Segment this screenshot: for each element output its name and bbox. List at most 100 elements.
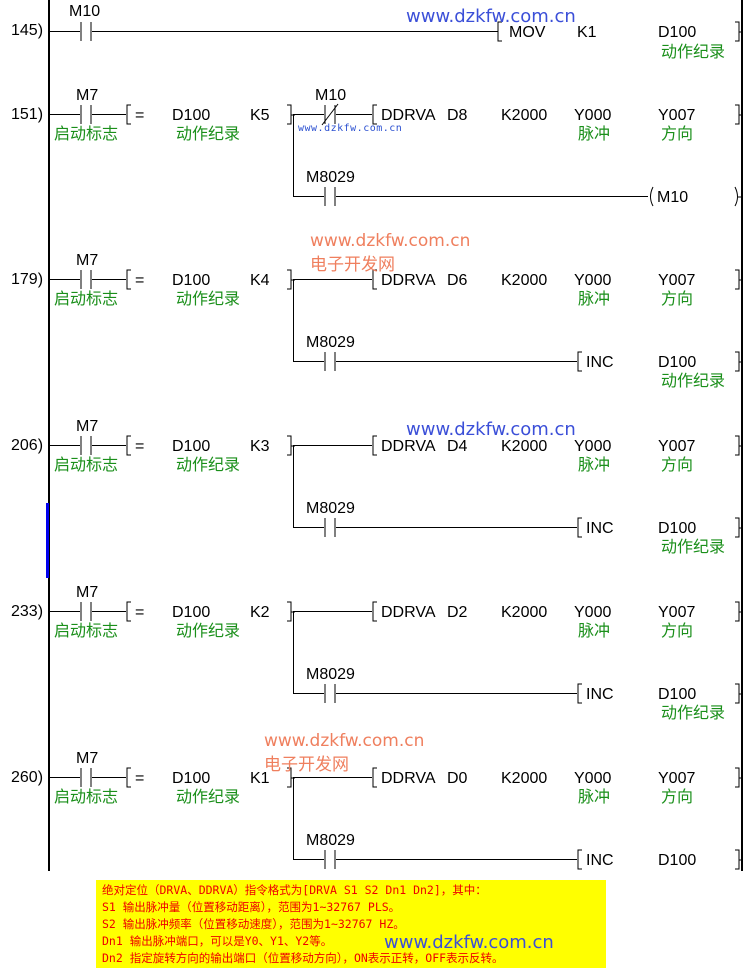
instruction-bracket-close	[735, 683, 742, 704]
wire	[294, 279, 372, 280]
instruction-bracket-open	[577, 683, 582, 704]
compare-op[interactable]: =	[135, 604, 145, 621]
instruction-arg: D2	[447, 604, 468, 621]
wire	[294, 611, 372, 612]
wire	[336, 361, 577, 362]
no-contact-icon[interactable]	[80, 105, 92, 125]
device-comment: 启动标志	[54, 455, 119, 474]
instruction-bracket-close	[735, 21, 741, 42]
wire	[50, 777, 80, 778]
instruction-op[interactable]: INC	[586, 354, 614, 371]
step-number: 233)	[11, 603, 44, 620]
instruction-op[interactable]: DDRVA	[381, 770, 436, 787]
wire	[294, 445, 372, 446]
device-comment: 启动标志	[54, 289, 119, 308]
wire	[293, 361, 324, 362]
instruction-arg: Y000	[574, 438, 612, 455]
wire	[336, 693, 577, 694]
contact-label: M10	[69, 3, 101, 20]
instruction-arg: D100	[658, 24, 697, 41]
contact-label: M7	[76, 750, 99, 767]
device-comment: 动作纪录	[176, 455, 241, 474]
step-number: 145)	[11, 22, 44, 39]
instruction-arg: K2000	[501, 272, 548, 289]
instruction-bracket-open	[577, 351, 582, 372]
instruction-arg: K2000	[501, 438, 548, 455]
no-contact-icon[interactable]	[324, 684, 336, 704]
compare-op[interactable]: =	[135, 770, 145, 787]
nc-contact-icon[interactable]	[321, 103, 339, 126]
device-comment: 方向	[661, 124, 694, 143]
device-comment: 方向	[661, 621, 694, 640]
instruction-arg: Y000	[574, 107, 612, 124]
device-comment: 动作纪录	[661, 371, 726, 390]
instruction-bracket-close	[735, 517, 742, 538]
instruction-op[interactable]: INC	[586, 686, 614, 703]
instruction-bracket-open	[497, 21, 502, 42]
wire	[50, 445, 80, 446]
left-power-rail	[48, 0, 50, 871]
instruction-bracket-open	[372, 601, 377, 622]
instruction-op[interactable]: DDRVA	[381, 272, 436, 289]
instruction-arg: K2000	[501, 604, 548, 621]
wire	[92, 114, 126, 115]
instruction-op[interactable]: INC	[586, 852, 614, 869]
instruction-arg: D100	[658, 520, 697, 537]
wire	[293, 611, 294, 694]
no-contact-icon[interactable]	[80, 768, 92, 788]
instruction-op[interactable]: DDRVA	[381, 604, 436, 621]
compare-s2: K2	[250, 604, 270, 621]
instruction-arg: K2000	[501, 107, 548, 124]
compare-s2: K3	[250, 438, 270, 455]
no-contact-icon[interactable]	[324, 518, 336, 538]
right-power-rail	[741, 0, 743, 871]
compare-bracket-open	[126, 269, 131, 290]
device-comment: 动作纪录	[661, 42, 726, 61]
compare-s2: K1	[250, 770, 270, 787]
compare-op[interactable]: =	[135, 438, 145, 455]
wire	[336, 196, 648, 197]
instruction-arg: Y000	[574, 272, 612, 289]
device-comment: 方向	[661, 455, 694, 474]
instruction-op[interactable]: MOV	[509, 24, 546, 41]
instruction-op[interactable]: DDRVA	[381, 107, 436, 124]
instruction-op[interactable]: INC	[586, 520, 614, 537]
wire	[293, 693, 324, 694]
no-contact-icon[interactable]	[324, 187, 336, 207]
compare-s1: D100	[172, 272, 211, 289]
instruction-arg: D0	[447, 770, 468, 787]
no-contact-icon[interactable]	[80, 22, 92, 42]
instruction-bracket-close	[735, 104, 742, 125]
wire	[92, 445, 126, 446]
no-contact-icon[interactable]	[324, 352, 336, 372]
no-contact-icon[interactable]	[80, 270, 92, 290]
wire	[50, 611, 80, 612]
instruction-arg: K1	[577, 24, 597, 41]
watermark-url: www.dzkfw.com.cn	[384, 932, 554, 953]
contact-label: M7	[76, 418, 99, 435]
step-number: 179)	[11, 271, 44, 288]
instruction-bracket-close	[735, 269, 742, 290]
device-comment: 启动标志	[54, 124, 119, 143]
instruction-arg: Y000	[574, 604, 612, 621]
device-comment: 动作纪录	[661, 537, 726, 556]
instruction-bracket-open	[577, 849, 582, 870]
note-line: Dn1 输出脉冲端口，可以是Y0、Y1、Y2等。	[102, 934, 333, 948]
compare-s1: D100	[172, 107, 211, 124]
contact-label: M8029	[306, 666, 355, 683]
wire	[293, 527, 324, 528]
compare-op[interactable]: =	[135, 107, 145, 124]
no-contact-icon[interactable]	[80, 436, 92, 456]
instruction-op[interactable]: DDRVA	[381, 438, 436, 455]
no-contact-icon[interactable]	[80, 602, 92, 622]
wire	[92, 279, 126, 280]
editor-cursor-bar	[46, 503, 49, 578]
instruction-arg: D100	[658, 354, 697, 371]
device-comment: 方向	[661, 787, 694, 806]
compare-op[interactable]: =	[135, 272, 145, 289]
instruction-bracket-open	[372, 104, 377, 125]
no-contact-icon[interactable]	[324, 850, 336, 870]
watermark-site-name: 电子开发网	[310, 255, 395, 275]
coil-device[interactable]: M10	[657, 189, 689, 206]
contact-label: M8029	[306, 500, 355, 517]
